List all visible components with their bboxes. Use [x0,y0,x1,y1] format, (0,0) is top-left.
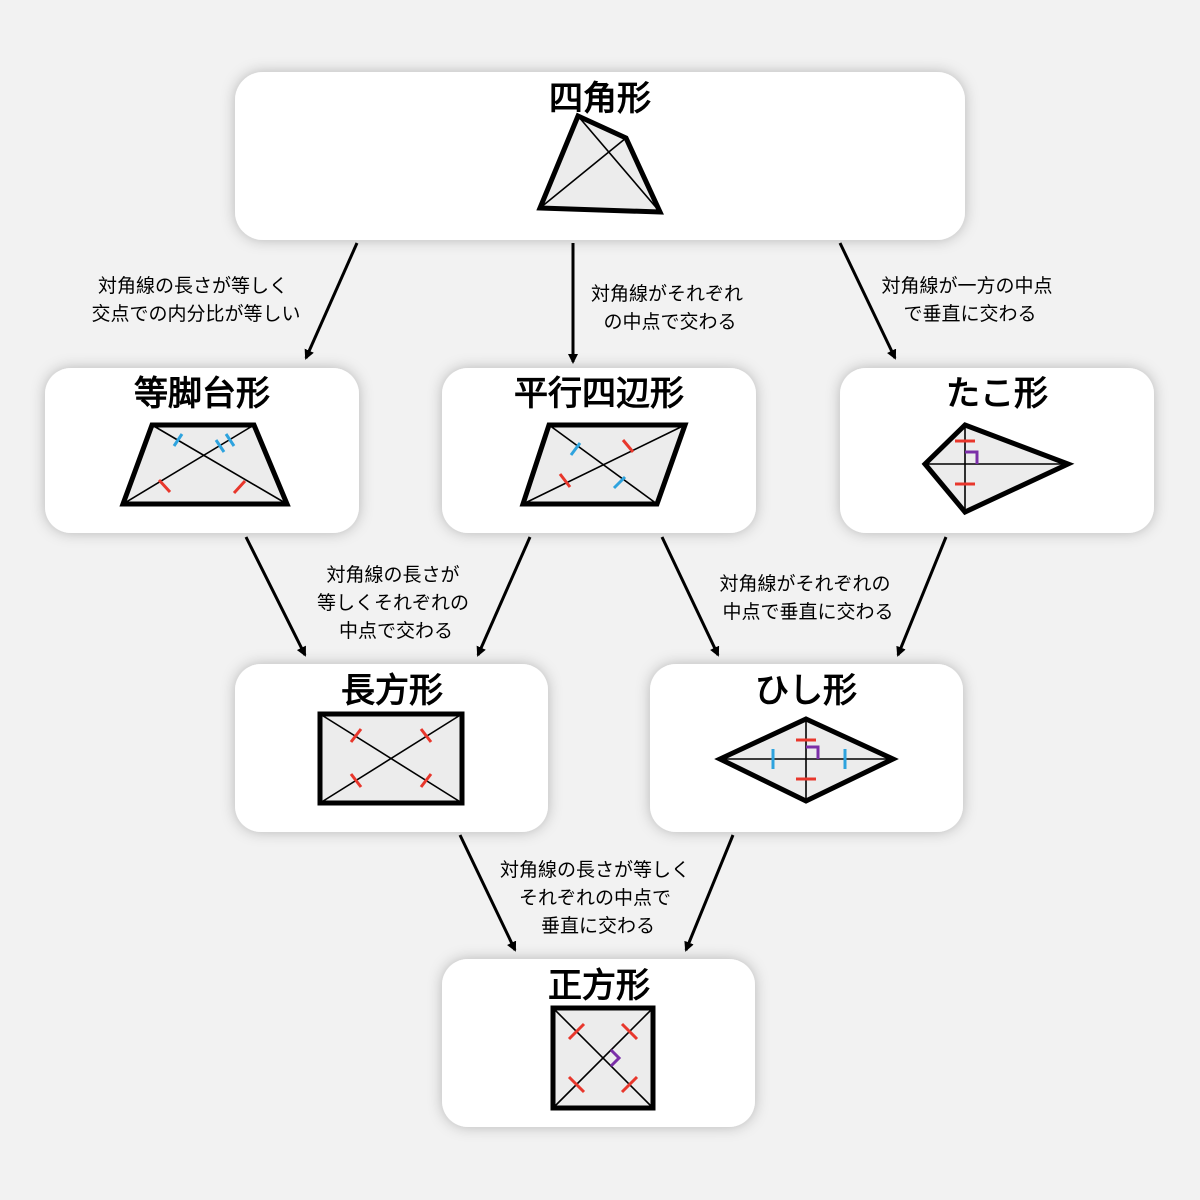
arrow-quadrilateral-to-kite [838,242,897,360]
kite-figure [921,422,1075,516]
edge-label-to-square: 対角線の長さが等しく それぞれの中点で 垂直に交わる [500,859,696,937]
node-kite: たこ形 [840,368,1154,533]
edge-label-to-kite: 対角線が一方の中点 で垂直に交わる [881,275,1058,325]
node-quadrilateral: 四角形 [235,72,965,240]
arrow-quadrilateral-to-isosceles-trapezoid [304,242,359,360]
edge-label-to-parallelogram: 対角線がそれぞれ の中点で交わる [591,283,749,333]
arrow-trapezoid-to-rectangle [244,536,307,657]
arrows [244,242,948,952]
rhombus-figure [714,716,899,804]
node-rectangle: 長方形 [235,664,548,832]
node-parallelogram: 平行四辺形 [442,368,756,533]
edge-label-to-isosceles-trapezoid: 対角線の長さが等しく 交点での内分比が等しい [91,275,300,325]
arrow-rectangle-to-square [458,834,517,952]
node-title-square: 正方形 [548,966,650,1006]
rectangle-figure [317,711,465,806]
edge-label-to-rectangle: 対角線の長さが 等しくそれぞれの 中点で交わる [317,564,475,642]
edge-label-to-rhombus: 対角線がそれぞれの 中点で垂直に交わる [719,573,896,623]
isosceles-trapezoid-figure [119,422,291,507]
quadrilateral-figure [536,112,664,215]
node-isosceles-trapezoid: 等脚台形 [45,368,359,533]
parallelogram-figure [519,422,689,507]
edge-labels: 対角線の長さが等しく 交点での内分比が等しい 対角線がそれぞれ の中点で交わる … [91,275,1058,937]
node-title-rhombus: ひし形 [755,671,857,711]
arrow-rhombus-to-square [684,834,735,952]
node-title-parallelogram: 平行四辺形 [514,374,684,414]
node-title-isosceles-trapezoid: 等脚台形 [134,374,270,414]
node-title-kite: たこ形 [946,374,1048,414]
node-title-rectangle: 長方形 [341,671,443,711]
node-title-quadrilateral: 四角形 [549,79,651,119]
node-rhombus: ひし形 [650,664,963,832]
arrow-parallelogram-to-rhombus [660,536,720,657]
arrow-parallelogram-to-rectangle [476,536,532,657]
square-figure [550,1005,656,1111]
node-square: 正方形 [442,959,755,1127]
arrow-kite-to-rhombus [896,536,948,657]
